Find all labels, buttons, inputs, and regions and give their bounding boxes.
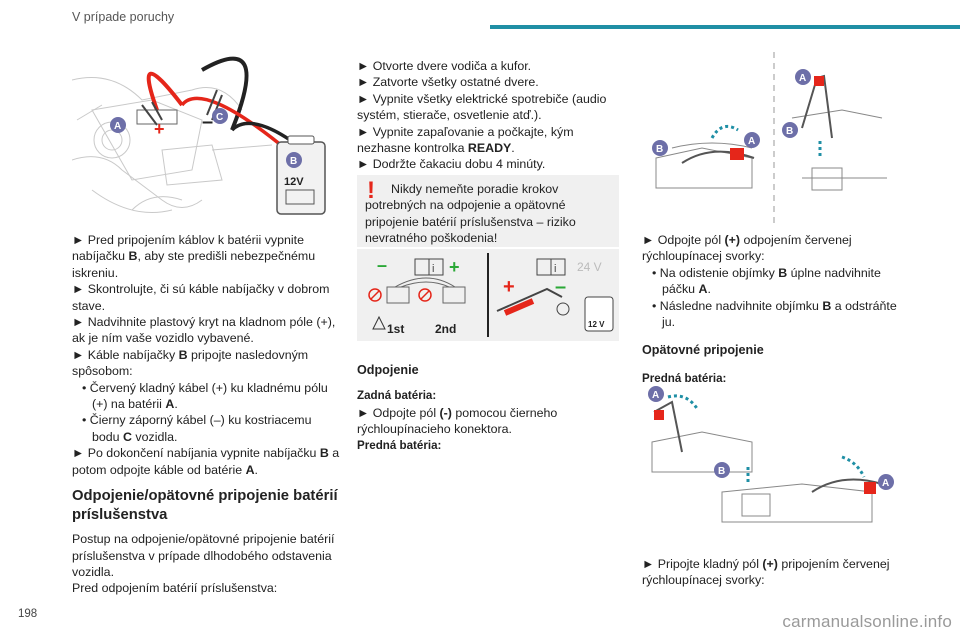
callout-b: B — [286, 152, 302, 168]
clamp-disconnect-illustration: A B A B — [652, 52, 887, 224]
first-label: 1st — [387, 322, 404, 336]
substep-red-cable: • Červený kladný kábel (+) ku kladnému p… — [82, 380, 328, 412]
svg-text:B: B — [290, 156, 297, 167]
svg-text:B: B — [786, 126, 793, 137]
callout-b-bottom: B — [714, 462, 730, 478]
subheading-front-battery: Predná batéria: — [357, 438, 442, 452]
column-middle-bottom: Odpojenie Zadná batéria: ► Odpojte pól (… — [357, 362, 627, 454]
minus-symbol-green: – — [555, 276, 566, 298]
step-connect-cables: ► Káble nabíjačky B pripojte nasledovným… — [72, 347, 309, 379]
step-close-doors: ► Zatvorte všetky ostatné dvere. — [357, 75, 539, 90]
warning-icon: ! — [367, 177, 375, 204]
callout-b-top-right: B — [782, 122, 798, 138]
column-right-bottom: ► Pripojte kladný pól (+) pripojením čer… — [642, 556, 912, 589]
callout-b-top-left: B — [652, 140, 668, 156]
voltage-12-label: 12 V — [588, 320, 605, 329]
subheading-rear-battery: Zadná batéria: — [357, 389, 437, 403]
heading-reconnection: Opätovné pripojenie — [642, 343, 764, 358]
minus-symbol: – — [377, 255, 387, 275]
substep-unlock-sleeve: • Na odistenie objímky B úplne nadvihnit… — [652, 265, 881, 297]
heading-disconnection: Odpojenie — [357, 363, 419, 377]
svg-text:A: A — [114, 121, 121, 132]
svg-text:B: B — [718, 466, 725, 477]
callout-c: C — [212, 108, 228, 124]
callout-a-top-right: A — [795, 69, 811, 85]
clamp-reconnect-illustration: A B A — [648, 386, 894, 523]
section-intro: Postup na odpojenie/opätovné pripojenie … — [72, 532, 335, 579]
svg-text:B: B — [656, 144, 663, 155]
plus-symbol-red: + — [503, 276, 515, 298]
column-left: ► Pred pripojením káblov k batérii vypni… — [72, 232, 342, 597]
callout-a-top-left: A — [744, 132, 760, 148]
column-right: ► Odpojte pól (+) odpojením červenej rýc… — [642, 232, 912, 387]
step-charger-off: ► Pred pripojením káblov k batérii vypni… — [72, 233, 316, 280]
svg-text:A: A — [748, 136, 755, 147]
pictogram-illustration: – i + 1st 2nd i 24 V + – 12 V — [368, 253, 614, 337]
page-header-title: V prípade poruchy — [72, 10, 175, 24]
step-check-cables: ► Skontrolujte, či sú káble nabíjačky v … — [72, 282, 330, 313]
svg-text:C: C — [216, 112, 223, 123]
step-switch-off-consumers: ► Vypnite všetky elektrické spotrebiče (… — [357, 91, 607, 123]
plus-symbol: + — [449, 257, 460, 277]
info-glyph-right: i — [554, 263, 556, 275]
watermark: carmanualsonline.info — [782, 612, 952, 631]
step-wait: ► Dodržte čakaciu dobu 4 minúty. — [357, 157, 546, 172]
svg-text:A: A — [652, 390, 659, 401]
substep-remove-sleeve: • Následne nadvihnite objímku B a odstrá… — [652, 298, 897, 330]
page-number: 198 — [18, 608, 38, 620]
step-ignition-off: ► Vypnite zapaľovanie a počkajte, kým ne… — [357, 124, 574, 156]
second-label: 2nd — [435, 322, 456, 336]
plus-sign: + — [154, 119, 165, 139]
info-glyph-left: i — [432, 263, 434, 275]
warning-text: Nikdy nemeňte poradie krokov potrebných … — [365, 182, 576, 246]
pictogram-box: – i + 1st 2nd i 24 V + – 12 V — [357, 249, 619, 341]
callout-a: A — [110, 117, 126, 133]
step-disconnect-positive: ► Odpojte pól (+) odpojením červenej rýc… — [642, 233, 852, 264]
step-disconnect-negative: ► Odpojte pól (-) pomocou čierneho rýchl… — [357, 405, 558, 437]
callout-a-bottom-right: A — [878, 474, 894, 490]
charger-connection-illustration: + – 12V A C B — [72, 50, 330, 224]
header-accent-bar — [490, 25, 960, 29]
charger-voltage-label: 12V — [284, 176, 304, 188]
svg-text:A: A — [882, 478, 889, 489]
section-before-disconnect: Pred odpojením batérií príslušenstva: — [72, 581, 278, 596]
minus-sign: – — [202, 111, 213, 133]
column-middle-top: ► Otvorte dvere vodiča a kufor. ► Zatvor… — [357, 58, 627, 173]
step-connect-positive: ► Pripojte kladný pól (+) pripojením čer… — [642, 557, 890, 588]
step-lift-cover: ► Nadvihnite plastový kryt na kladnom pó… — [72, 315, 336, 346]
step-disconnect: ► Po dokončení nabíjania vypnite nabíjač… — [72, 446, 340, 477]
section-heading-accessory-batteries: Odpojenie/opätovné pripojenie batérií pr… — [72, 488, 338, 524]
voltage-24-label: 24 V — [577, 260, 602, 274]
subheading-front-battery-reconnect: Predná batéria: — [642, 371, 727, 385]
substep-black-cable: • Čierny záporný kábel (–) ku kostriacem… — [82, 413, 312, 444]
callout-a-bottom-left: A — [648, 386, 664, 402]
warning-box: ! Nikdy nemeňte poradie krokov potrebnýc… — [357, 175, 619, 247]
step-open-doors: ► Otvorte dvere vodiča a kufor. — [357, 59, 532, 73]
svg-text:A: A — [799, 73, 806, 84]
